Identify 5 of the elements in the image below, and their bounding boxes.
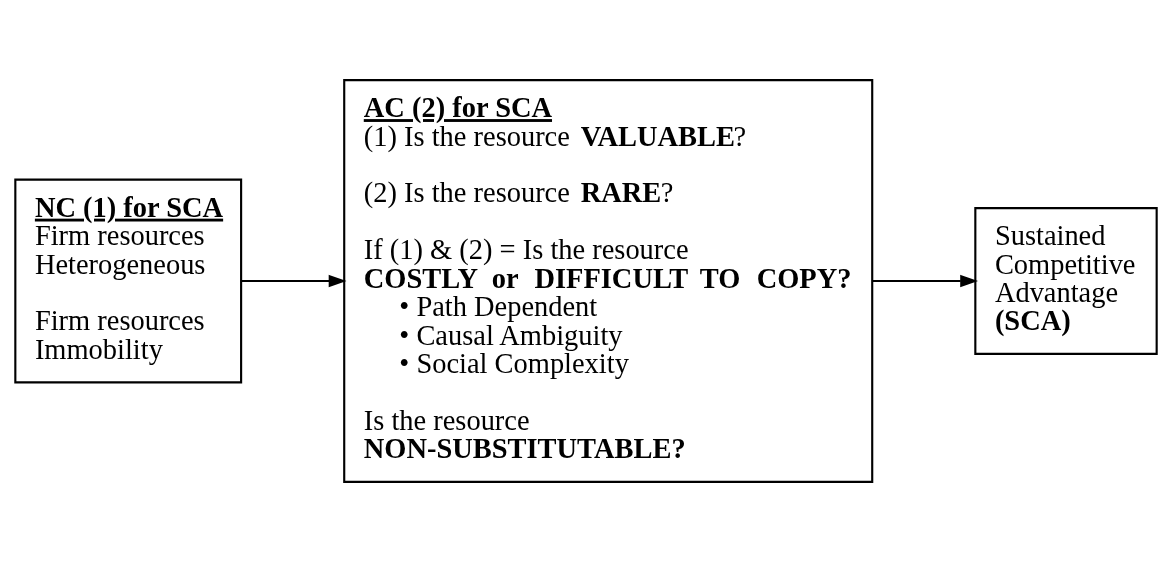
node-box: AC (2) for SCA (1) Is the resource VALUABLE? (2) Is the resource RARE? If (1) & (2) = Is the resource COSTLY or DIFFICULT TO COPY? • Path Dependent • Causal Ambiguity • Social Complexity Is the resource NON-SUBSTITUTABLE? <box>343 78 874 483</box>
arrow <box>871 274 978 287</box>
arrow <box>240 274 347 287</box>
node-box: NC (1) for SCA Firm resources Heterogeneous Firm resources Immobility <box>14 178 243 383</box>
node-box: Sustained Competitive Advantage (SCA) <box>974 206 1158 355</box>
